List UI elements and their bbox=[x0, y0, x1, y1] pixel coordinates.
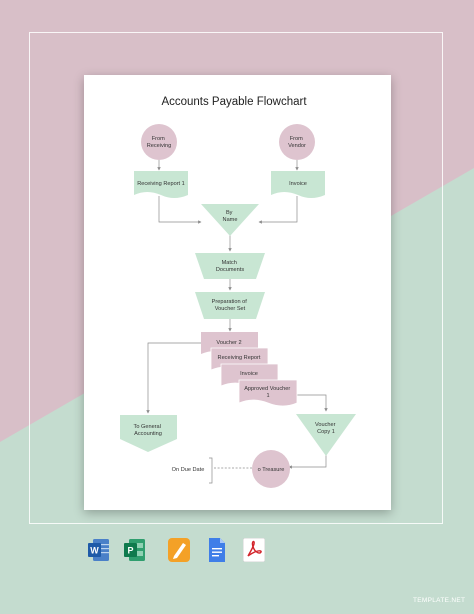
connector-copy-to-treasure bbox=[288, 455, 327, 469]
document-page: Accounts Payable Flowchart From Receivin… bbox=[84, 75, 391, 510]
pdf-icon bbox=[243, 538, 265, 562]
treasure-node: o Treasure bbox=[252, 450, 290, 488]
svg-text:P: P bbox=[127, 546, 133, 556]
voucher-copy-label-2: Copy 1 bbox=[317, 429, 335, 435]
match-documents-label-2: Documents bbox=[216, 267, 244, 273]
receiving-report-label: Receiving Report bbox=[218, 355, 261, 361]
from-vendor-node: From Vendor bbox=[279, 124, 315, 160]
connector-voucher-to-accounting bbox=[146, 342, 201, 414]
to-general-accounting-label-2: Accounting bbox=[134, 431, 162, 437]
receiving-report-1-label: Receiving Report 1 bbox=[137, 181, 185, 187]
invoice-top-node: Invoice bbox=[271, 171, 325, 198]
from-receiving-label-1: From bbox=[152, 136, 165, 142]
approved-voucher-node: Approved Voucher 1 bbox=[238, 379, 298, 407]
annotation-bracket bbox=[209, 457, 213, 484]
decorative-frame bbox=[29, 32, 443, 524]
from-receiving-node: From Receiving bbox=[141, 124, 177, 160]
from-vendor-label-1: From bbox=[290, 136, 303, 142]
flowchart-diagram: Accounts Payable Flowchart From Receivin… bbox=[120, 96, 356, 488]
svg-text:By Name: By Name bbox=[223, 210, 238, 223]
to-general-accounting-label-1: To General bbox=[134, 424, 161, 430]
invoice-stack-label: Invoice bbox=[240, 371, 258, 377]
voucher-2-label: Voucher 2 bbox=[216, 340, 241, 346]
google-docs-icon bbox=[209, 538, 225, 562]
treasure-label: o Treasure bbox=[258, 467, 285, 473]
connector-invoice-to-byname bbox=[258, 196, 298, 224]
approved-voucher-label-2: 1 bbox=[266, 393, 269, 399]
watermark: TEMPLATE.NET bbox=[413, 597, 466, 604]
match-documents-label-1: Match bbox=[222, 260, 237, 266]
approved-voucher-label-1: Approved Voucher bbox=[244, 386, 290, 392]
receiving-report-1-node: Receiving Report 1 bbox=[134, 171, 188, 198]
publisher-icon: P bbox=[124, 539, 145, 561]
by-name-node: By Name bbox=[201, 204, 259, 236]
connector-report-to-byname bbox=[158, 196, 202, 224]
svg-text:To General Accounting: To General Accounting bbox=[134, 424, 163, 437]
word-icon: W bbox=[88, 539, 109, 561]
on-due-date-label: On Due Date bbox=[172, 467, 205, 473]
by-name-label-2: Name bbox=[223, 217, 238, 223]
to-general-accounting-node: To General Accounting bbox=[120, 415, 177, 452]
svg-text:From Receiving: From Receiving bbox=[147, 136, 172, 149]
invoice-top-label: Invoice bbox=[289, 181, 307, 187]
flowchart-title: Accounts Payable Flowchart bbox=[161, 96, 307, 108]
by-name-label-1: By bbox=[226, 210, 233, 216]
connector-approved-to-copy bbox=[297, 394, 328, 412]
voucher-copy-label-1: Voucher bbox=[315, 422, 336, 428]
match-documents-node: Match Documents bbox=[195, 253, 265, 279]
from-receiving-label-2: Receiving bbox=[147, 143, 172, 149]
svg-text:Preparation of Voucher: Preparation of Voucher Set bbox=[212, 299, 249, 312]
svg-text:Voucher Copy 1: Voucher Copy 1 bbox=[315, 422, 337, 435]
from-vendor-label-2: Vendor bbox=[288, 143, 306, 149]
svg-text:W: W bbox=[90, 546, 99, 556]
pages-icon bbox=[168, 538, 190, 562]
connectors bbox=[146, 160, 328, 484]
voucher-copy-node: Voucher Copy 1 bbox=[296, 414, 356, 456]
svg-text:From Vendor: From Vendor bbox=[288, 136, 306, 149]
preparation-node: Preparation of Voucher Set bbox=[195, 292, 265, 319]
preparation-label-1: Preparation of bbox=[212, 299, 248, 305]
svg-text:Match Documents: Match Documents bbox=[216, 260, 244, 273]
preparation-label-2: Voucher Set bbox=[215, 306, 246, 312]
svg-text:Approved Voucher 1: Approved Voucher 1 bbox=[244, 386, 292, 399]
